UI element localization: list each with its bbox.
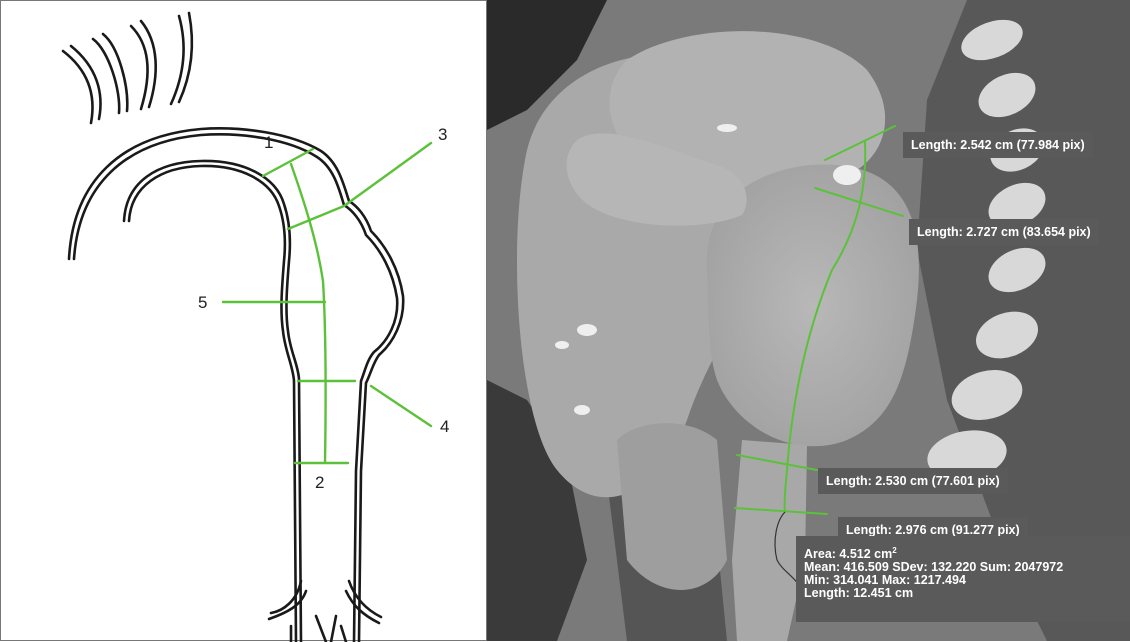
measure-line-3-leader xyxy=(344,143,431,206)
aortic-bifurcation xyxy=(346,591,379,623)
measurement-label: Length: 2.727 cm (83.654 pix) xyxy=(909,219,1099,245)
centerline xyxy=(291,164,326,463)
measurement-label: Length: 2.542 cm (77.984 pix) xyxy=(903,132,1093,158)
aorta-diagram xyxy=(1,1,488,642)
roi-area: Area: 4.512 cm2 xyxy=(804,544,1130,561)
diagram-label-4: 4 xyxy=(440,417,449,437)
aorta-outer-wall xyxy=(69,128,403,642)
aortic-bifurcation xyxy=(316,616,326,642)
aorta-inner-wall-2 xyxy=(124,161,301,642)
diagram-label-2: 2 xyxy=(315,473,324,493)
measure-line-4-leader xyxy=(371,386,431,426)
measure-line-1 xyxy=(263,149,313,176)
roi-length: Length: 12.451 cm xyxy=(804,587,1130,600)
measurement-label: Length: 2.530 cm (77.601 pix) xyxy=(818,468,1008,494)
supra-aortic-branch xyxy=(131,26,148,109)
aortic-bifurcation xyxy=(341,626,346,642)
supra-aortic-branch xyxy=(103,34,127,111)
measure-line-3 xyxy=(288,206,344,229)
aorta-outer-wall-2 xyxy=(74,134,397,642)
aortic-bifurcation xyxy=(331,616,336,642)
diagram-label-1: 1 xyxy=(264,133,273,153)
aorta-diagram-panel: 1 2 3 4 5 xyxy=(0,0,487,641)
supra-aortic-branch xyxy=(71,46,101,119)
aorta-inner-wall xyxy=(129,166,296,642)
diagram-label-3: 3 xyxy=(438,125,447,145)
roi-statistics-box: Area: 4.512 cm2 Mean: 416.509 SDev: 132.… xyxy=(796,536,1130,622)
supra-aortic-branch xyxy=(171,16,184,104)
diagram-label-5: 5 xyxy=(198,293,207,313)
